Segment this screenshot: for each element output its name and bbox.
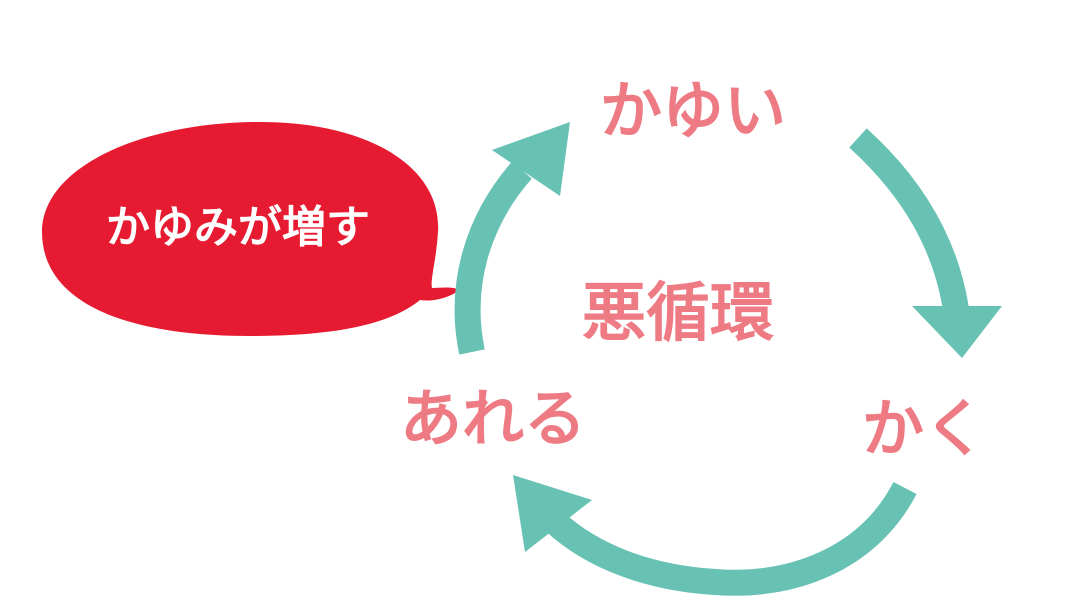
arrow-itchy-to-scratch (849, 128, 971, 327)
arrowhead-rough-to-itchy (492, 122, 570, 196)
arrow-scratch-to-rough (546, 481, 917, 596)
arrowhead-scratch-to-rough (513, 475, 592, 552)
center-label: 悪循環 (582, 277, 774, 351)
node-label-itchy: かゆい (600, 74, 787, 147)
callout-text: かゆみが増す (106, 202, 370, 253)
node-label-scratch: かく (862, 392, 987, 465)
arrowhead-itchy-to-scratch (912, 306, 1002, 358)
speech-bubble-icon (42, 122, 460, 336)
node-label-rough: あれる (400, 382, 587, 455)
arrow-rough-to-itchy (454, 161, 532, 355)
